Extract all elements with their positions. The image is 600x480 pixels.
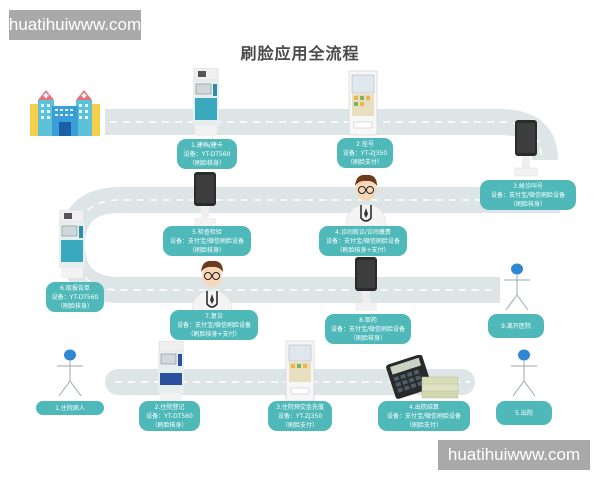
stick-figure-icon xyxy=(57,349,83,397)
watermark-bottom: huatihuiwww.com xyxy=(438,440,590,470)
face-payment-tablet-icon xyxy=(194,172,216,226)
inpatient-step-2-label: 2.住院登记 设备：YT-DT560 （刷脸核身） xyxy=(139,401,200,431)
hospital-building-icon xyxy=(30,90,100,136)
kiosk-zj350-icon xyxy=(285,340,315,402)
watermark-top: huatihuiwww.com xyxy=(9,10,141,40)
step-5-label: 5.检查检验 设备：支付宝/微信刷脸设备 （刷脸核身） xyxy=(163,226,251,256)
inpatient-step-3-label: 3.住院预交金充值 设备：YT-ZJ350 （刷脸支付） xyxy=(268,401,332,431)
inpatient-step-4-label: 4.出院结算 设备：支付宝/微信刷脸设备 （刷脸支付） xyxy=(378,401,470,431)
stick-figure-icon xyxy=(504,263,530,311)
doctor-icon xyxy=(345,174,387,226)
face-payment-tablet-icon xyxy=(355,257,377,311)
kiosk-dt560-icon xyxy=(59,210,85,278)
stick-figure-icon xyxy=(511,349,537,397)
step-3-label: 3.候诊叫号 设备：支付宝/微信刷脸设备 （刷脸核身） xyxy=(480,180,576,210)
step-2-label: 2.挂号 设备：YT-ZJ350 （刷脸支付） xyxy=(337,138,393,168)
step-8-label: 8.取药 设备：支付宝/微信刷脸设备 （刷脸核身） xyxy=(325,314,411,344)
doctor-icon xyxy=(191,260,233,312)
step-6-label: 6.取报告单 设备：YT-DT560 （刷脸核身） xyxy=(46,282,104,312)
step-9-label: 9.离开医院 xyxy=(488,314,544,338)
step-7-label: 7.复诊 设备：支付宝/微信刷脸设备 （刷脸核身+支付） xyxy=(170,310,258,340)
kiosk-dt560-icon xyxy=(158,341,184,401)
face-payment-tablet-icon xyxy=(514,120,538,177)
inpatient-step-1-label: 1.住院病人 xyxy=(36,401,104,415)
kiosk-zj350-icon xyxy=(348,70,378,136)
calculator-cash-icon xyxy=(386,355,459,399)
inpatient-step-5-label: 5.出院 xyxy=(496,401,552,425)
diagram-title: 刷脸应用全流程 xyxy=(240,44,360,63)
kiosk-dt560-icon xyxy=(193,68,219,136)
step-4-label: 4.诊间就诊/诊间缴费 设备：支付宝/微信刷脸设备 （刷脸核身+支付） xyxy=(319,226,407,256)
step-1-label: 1.建档/建卡 设备：YT-DT560 （刷脸核身） xyxy=(177,139,237,169)
